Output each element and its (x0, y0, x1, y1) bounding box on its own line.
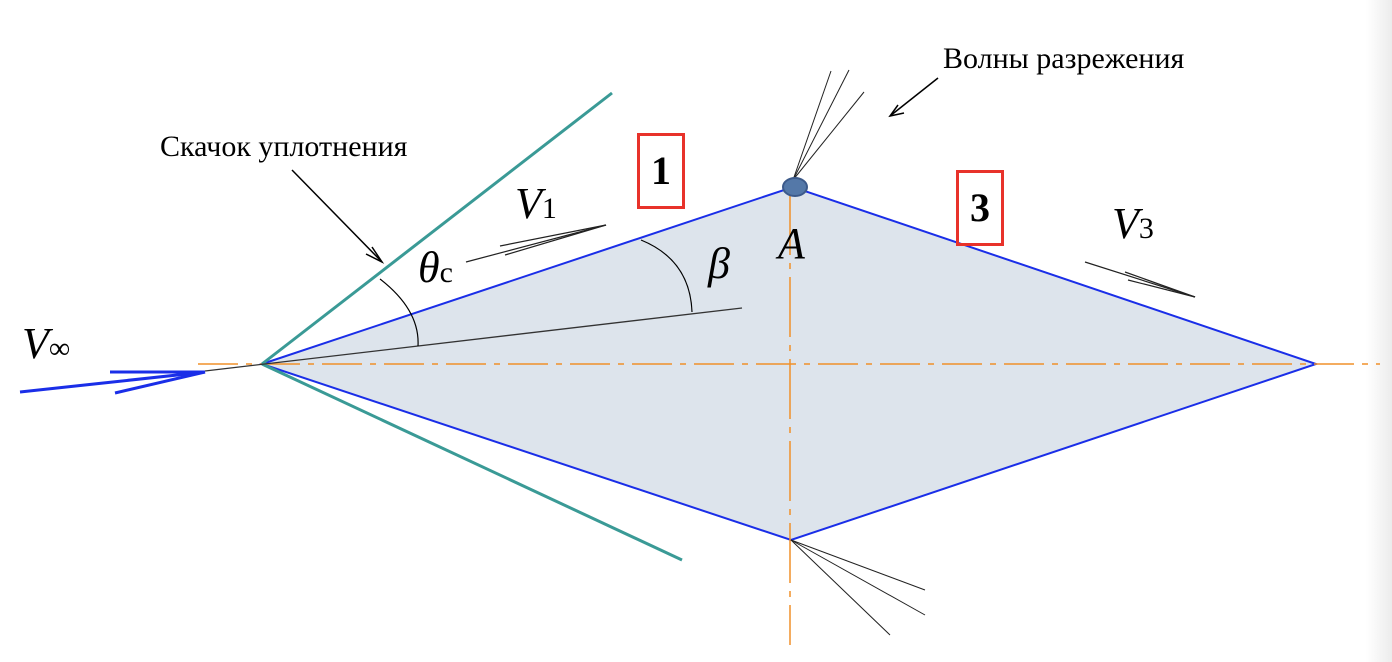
v3-arrow (1084, 261, 1196, 298)
v1-arrow (465, 224, 607, 263)
shock-label: Скачок уплотнения (160, 130, 408, 163)
beta-arc (640, 239, 693, 313)
beta-label: β (708, 239, 730, 288)
point-a-label: A (778, 219, 805, 268)
expansion-fan-top (792, 69, 865, 181)
reference-line (204, 307, 743, 372)
shock-pointer-arrow (291, 169, 385, 264)
shock-lower (261, 362, 683, 562)
expansion-pointer-arrow (888, 77, 939, 118)
region-3-box: 3 (956, 170, 1004, 246)
slide-edge-shadow (1366, 0, 1392, 662)
shock-upper (261, 91, 613, 366)
point-a-marker (782, 177, 808, 197)
v-inf-label: V∞ (22, 319, 71, 368)
theta-arc (379, 278, 419, 347)
theta-label: θc (418, 243, 453, 292)
region-1-box: 1 (637, 133, 685, 209)
v1-label: V1 (515, 179, 557, 228)
expansion-label: Волны разрежения (943, 42, 1185, 75)
v3-label: V3 (1112, 199, 1154, 248)
v-inf-arrow (19, 370, 206, 395)
expansion-fan-bottom (790, 539, 926, 636)
